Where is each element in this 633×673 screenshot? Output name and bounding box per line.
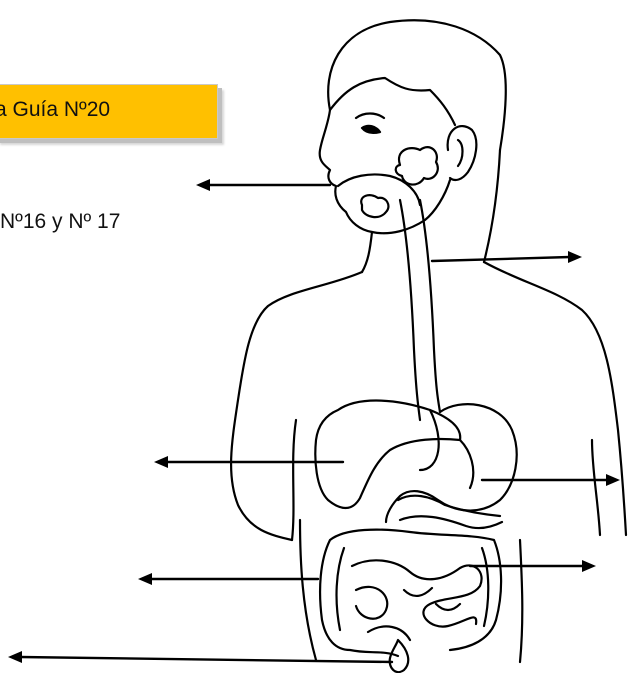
small-intestine — [352, 560, 482, 640]
arm-inner-right — [592, 440, 600, 535]
hair — [328, 20, 506, 150]
arrow-small-intestine — [470, 560, 596, 572]
arrow-rectum — [8, 651, 392, 663]
label-arrows — [8, 179, 620, 663]
arrow-esophagus — [432, 251, 582, 263]
arm-inner-left — [292, 420, 296, 540]
arrow-mouth — [196, 179, 330, 191]
liver — [315, 401, 460, 508]
esophagus — [400, 200, 440, 420]
ear — [448, 126, 477, 180]
arrow-stomach — [482, 474, 620, 486]
oral-cavity — [338, 174, 420, 205]
salivary-glands — [361, 147, 438, 217]
arrow-large-intestine — [138, 573, 318, 585]
torso-left — [231, 272, 362, 540]
jaw-and-neck — [362, 150, 500, 272]
eye — [362, 126, 380, 133]
pancreas — [398, 496, 502, 528]
